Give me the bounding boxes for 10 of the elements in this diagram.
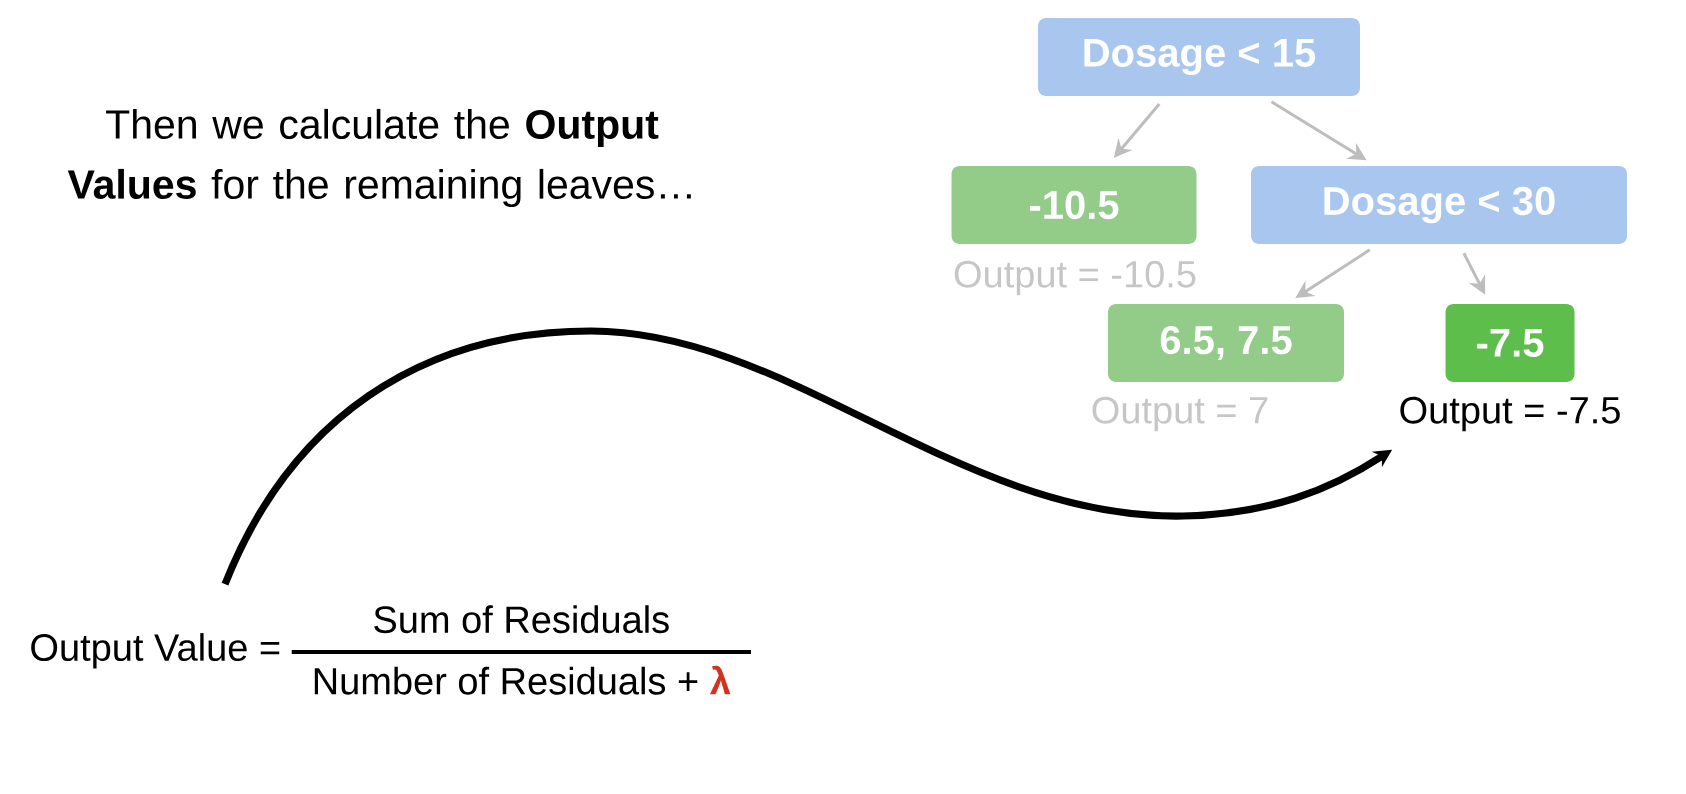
heading: Then we calculate the Output Values for the remaining leaves… bbox=[67, 108, 691, 208]
tree-box: 6.5, 7.5 bbox=[1108, 304, 1344, 382]
formula: Output Value = Sum of Residuals Number of Residuals + λ bbox=[31, 605, 751, 695]
tree-box: Dosage < 30 bbox=[1251, 166, 1627, 244]
tree-box: Dosage < 15 bbox=[1038, 18, 1360, 96]
output-label: Output = 7 bbox=[1092, 396, 1268, 432]
tree-box: -10.5 bbox=[951, 166, 1197, 244]
tree-box: -7.5 bbox=[1445, 304, 1575, 382]
output-label: Output = -7.5 bbox=[1400, 396, 1620, 432]
output-label: Output = -10.5 bbox=[954, 260, 1196, 296]
